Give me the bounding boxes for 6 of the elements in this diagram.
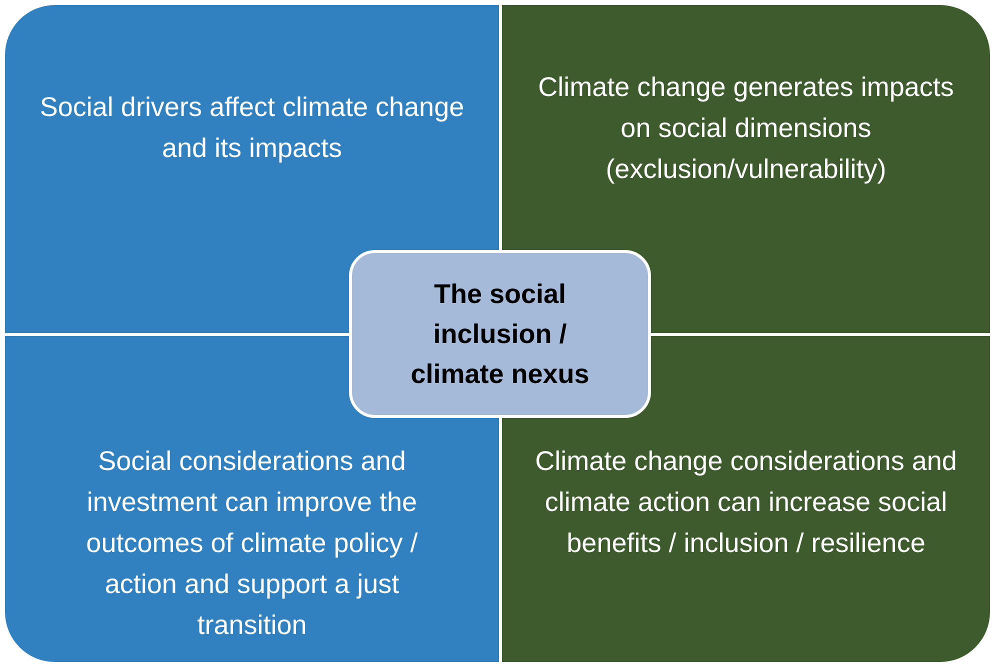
panel-text: Climate change generates impacts on social dimensions (exclusion/vulnerability)	[537, 71, 955, 186]
panel-text: Social considerations and investment can improve the outcomes of climate policy / action and support a just transition	[85, 445, 419, 642]
center-box	[349, 250, 651, 418]
panel-text: Social drivers affect climate change and its impacts	[38, 91, 466, 165]
panel-text: The social inclusion / climate nexus	[410, 278, 590, 391]
panel-text: Climate change considerations and climate action can increase social benefits / inclusion / resilience	[534, 445, 958, 560]
